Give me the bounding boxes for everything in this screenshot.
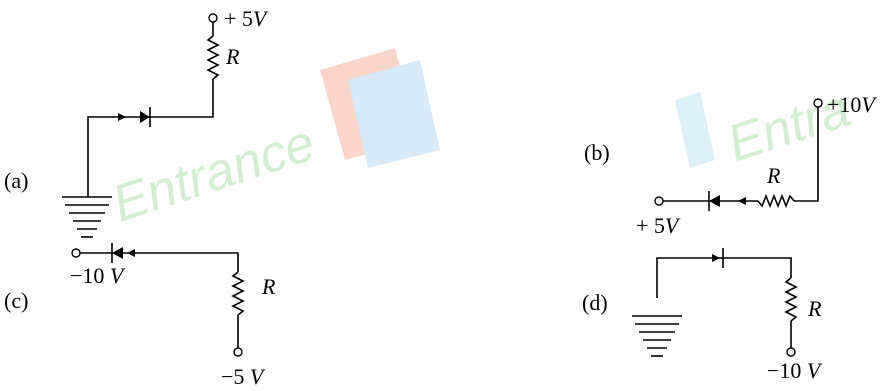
- voltage-value-c-left: −10: [70, 263, 110, 288]
- diode-b: [708, 191, 746, 211]
- resistor-d: [784, 277, 798, 322]
- svg-text:−10 V: −10 V: [70, 263, 126, 288]
- circuit-c: R −10 V −5 V (c): [4, 243, 276, 389]
- resistor-label-b: R: [766, 163, 781, 188]
- ground-d: [632, 315, 682, 357]
- voltage-value-b-top: +10: [827, 92, 861, 117]
- svg-text:−10 V: −10 V: [767, 358, 823, 383]
- voltage-unit-a: V: [253, 6, 269, 31]
- voltage-unit-d-bottom: V: [807, 358, 823, 383]
- resistor-b: [757, 193, 795, 209]
- label-d: (d): [582, 290, 608, 315]
- terminal-node-b-top: [813, 98, 823, 108]
- ground-a: [62, 196, 112, 238]
- terminal-node-c-left: [71, 248, 81, 258]
- terminal-node-a-top: [208, 13, 218, 23]
- voltage-value-d-bottom: −10: [767, 358, 807, 383]
- watermark: Entrance Entra: [106, 48, 857, 233]
- resistor-label-a: R: [225, 44, 240, 69]
- svg-text:+ 5V: + 5V: [636, 213, 681, 238]
- watermark-text-left: Entrance: [106, 114, 322, 233]
- svg-text:+10V: +10V: [827, 92, 877, 117]
- label-a: (a): [4, 168, 28, 193]
- resistor-c: [231, 271, 245, 316]
- diode-c: [111, 243, 135, 263]
- label-c: (c): [4, 288, 28, 313]
- voltage-unit-c-bottom: V: [250, 364, 266, 389]
- terminal-node-c-bottom: [233, 347, 243, 357]
- voltage-unit-b-top: V: [861, 92, 877, 117]
- voltage-value-b-left: + 5: [636, 213, 665, 238]
- diode-d: [712, 248, 724, 268]
- watermark-logo: [320, 48, 715, 168]
- svg-text:−5 V: −5 V: [221, 364, 266, 389]
- voltage-value-a: + 5: [224, 6, 253, 31]
- svg-text:+ 5V: + 5V: [224, 6, 269, 31]
- resistor-label-d: R: [807, 296, 822, 321]
- voltage-unit-b-left: V: [665, 213, 681, 238]
- terminal-node-b-left: [654, 196, 664, 206]
- circuit-d: R −10 V (d): [582, 248, 823, 383]
- voltage-value-c-bottom: −5: [221, 364, 250, 389]
- circuit-a: + 5V R (a): [4, 6, 269, 238]
- resistor-label-c: R: [261, 274, 276, 299]
- label-b: (b): [584, 140, 610, 165]
- terminal-node-d-bottom: [786, 347, 796, 357]
- resistor-a: [206, 35, 220, 80]
- circuit-b: +10V R + 5V (b): [584, 92, 877, 238]
- diode-a: [118, 107, 151, 127]
- voltage-unit-c-left: V: [110, 263, 126, 288]
